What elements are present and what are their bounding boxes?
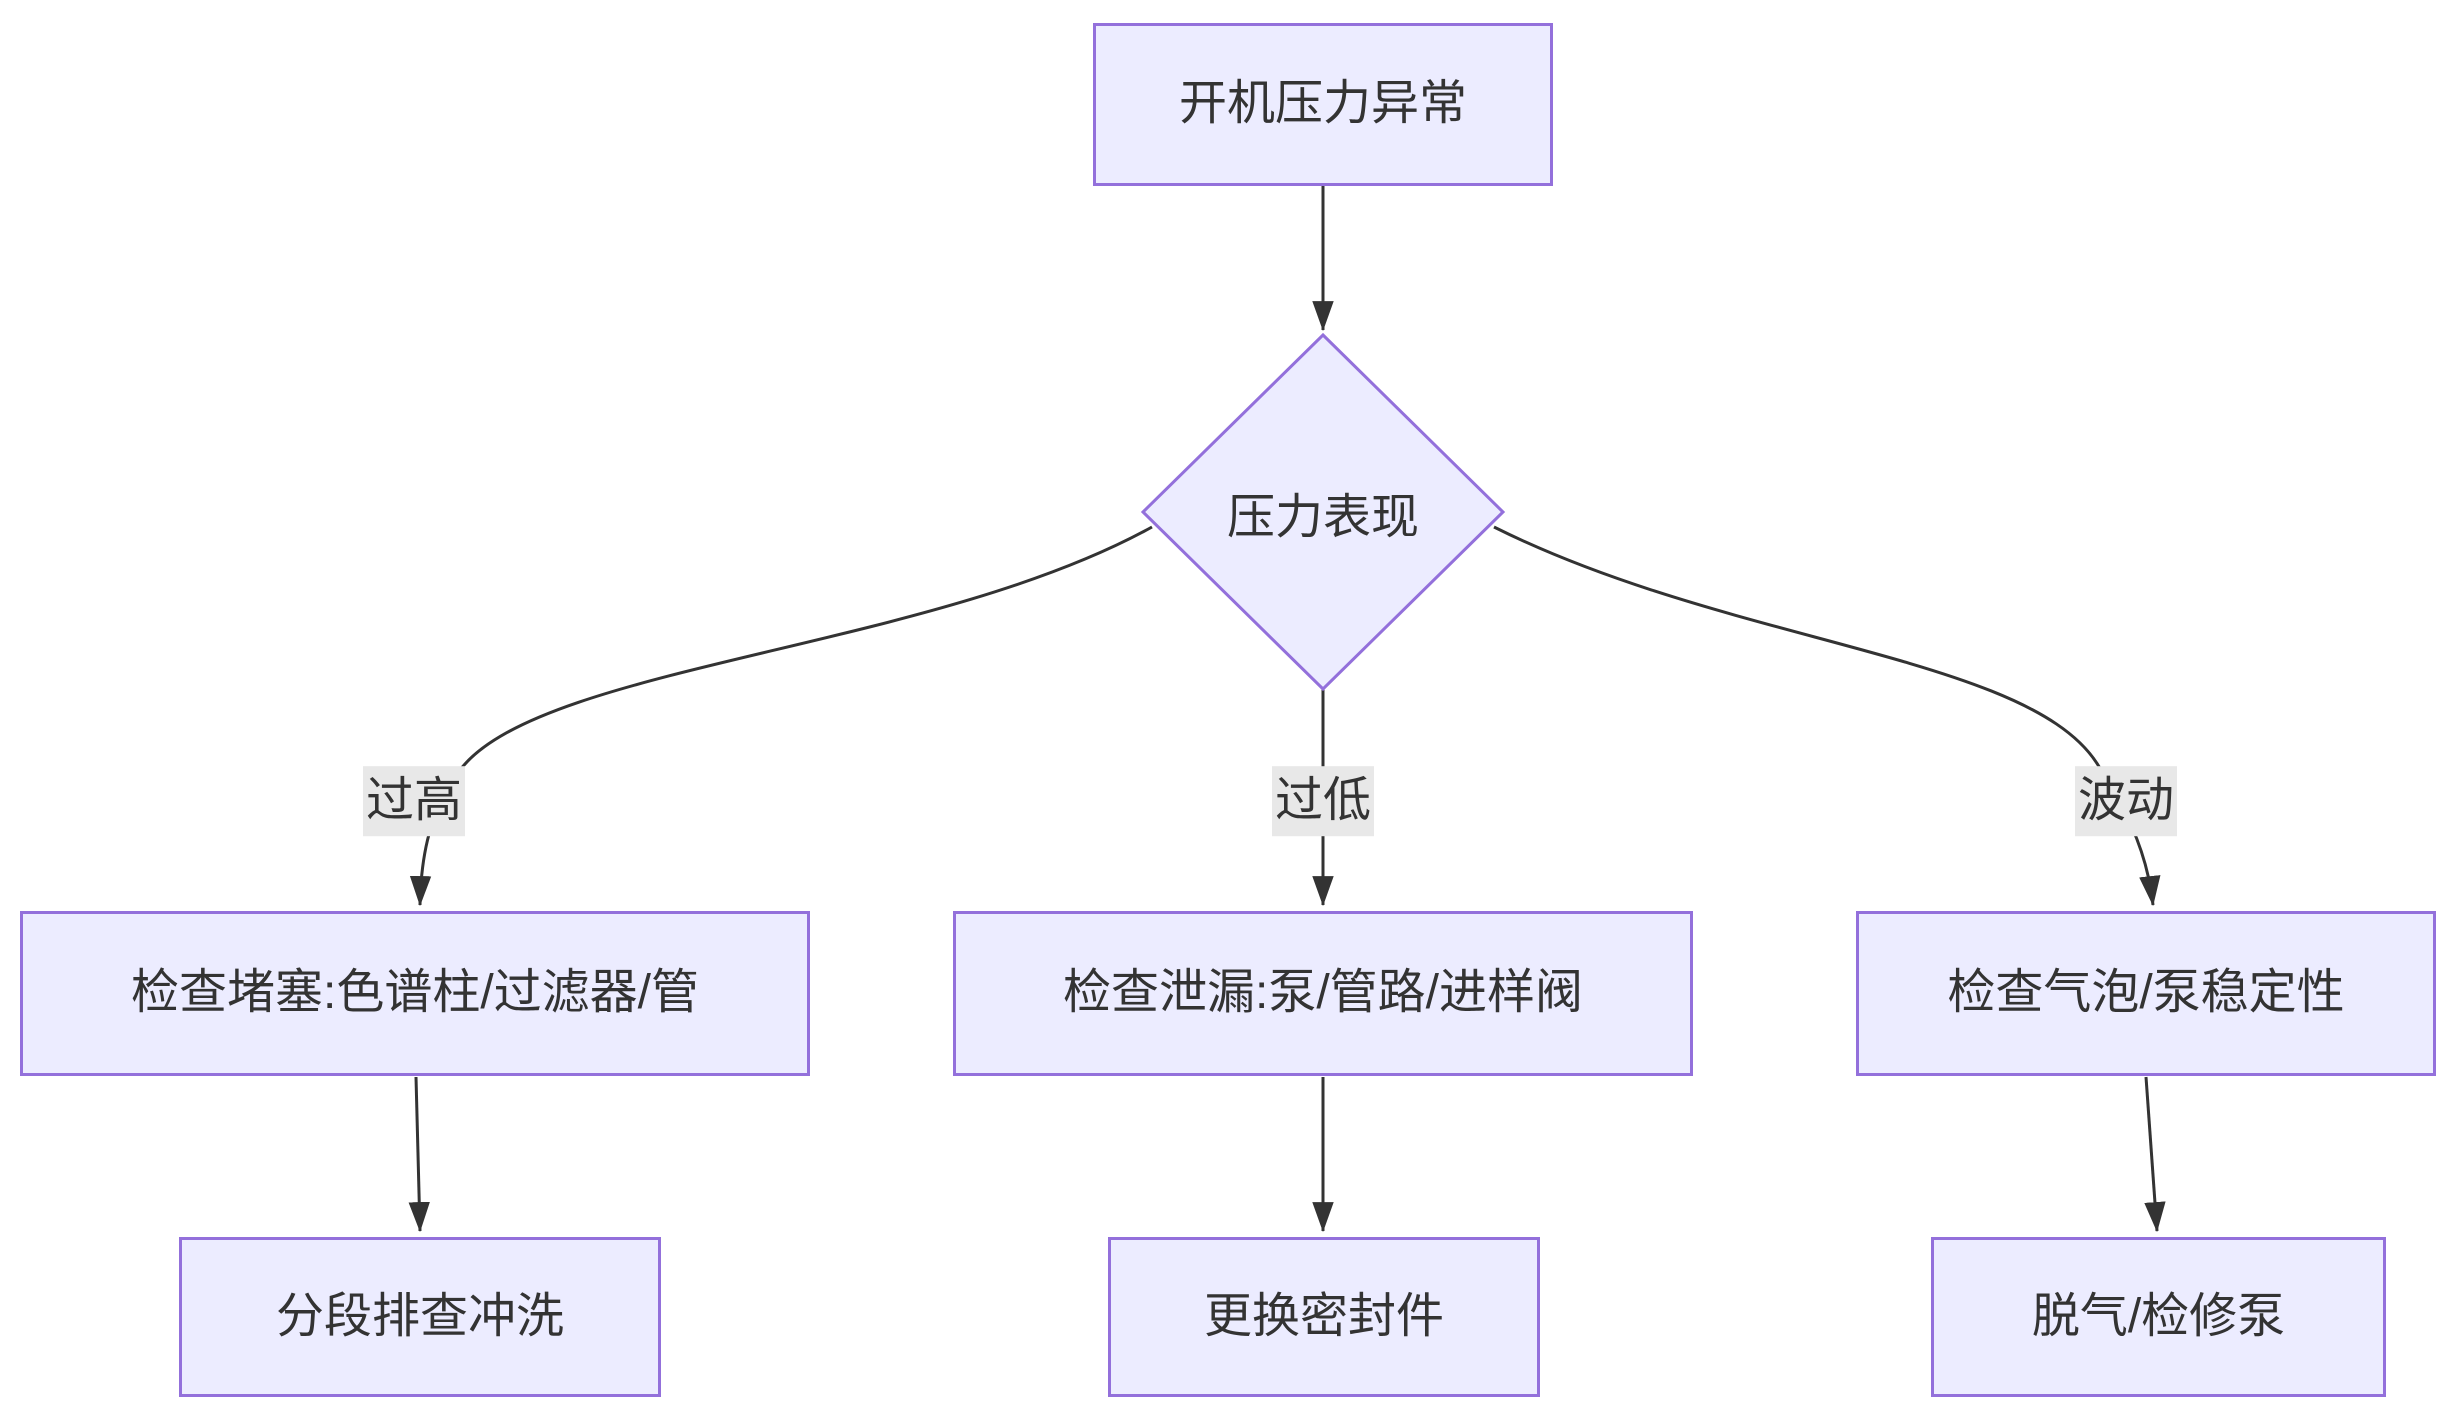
node-start-label: 开机压力异常 — [1178, 77, 1467, 131]
node-check-leak-label: 检查泄漏:泵/管路/进样阀 — [1062, 966, 1583, 1020]
node-check-blockage-label: 检查堵塞:色谱柱/过滤器/管 — [130, 966, 699, 1020]
edge-label-high: 过高 — [362, 766, 466, 836]
node-action-seal: 更换密封件 — [1108, 1237, 1540, 1397]
node-check-bubble-label: 检查气泡/泵稳定性 — [1947, 966, 2345, 1020]
edge-label-fluctuation-text: 波动 — [2077, 774, 2175, 828]
node-action-degas: 脱气/检修泵 — [1931, 1237, 2386, 1397]
edge-check-blockage-to-action-flush — [408, 1076, 430, 1233]
edge-decision-to-check-blockage — [409, 525, 1153, 907]
node-decision-label: 压力表现 — [1226, 491, 1420, 544]
edge-label-high-text: 过高 — [365, 774, 463, 828]
node-check-blockage: 检查堵塞:色谱柱/过滤器/管 — [20, 911, 810, 1076]
node-check-leak: 检查泄漏:泵/管路/进样阀 — [953, 911, 1693, 1076]
node-action-flush: 分段排查冲洗 — [179, 1237, 661, 1397]
node-start: 开机压力异常 — [1093, 23, 1553, 186]
node-action-flush-label: 分段排查冲洗 — [275, 1289, 564, 1343]
edge-label-low-text: 过低 — [1274, 774, 1372, 828]
edge-decision-to-check-bubble — [1493, 525, 2161, 907]
edge-label-fluctuation: 波动 — [2074, 766, 2178, 836]
node-action-degas-label: 脱气/检修泵 — [2031, 1289, 2286, 1343]
node-check-bubble: 检查气泡/泵稳定性 — [1856, 911, 2436, 1076]
edge-check-bubble-to-action-degas — [2144, 1076, 2166, 1233]
edge-label-low: 过低 — [1271, 766, 1375, 836]
decision-diamond-shape — [1140, 332, 1506, 692]
node-action-seal-label: 更换密封件 — [1203, 1289, 1444, 1343]
node-decision: 压力表现 — [1227, 477, 1419, 547]
